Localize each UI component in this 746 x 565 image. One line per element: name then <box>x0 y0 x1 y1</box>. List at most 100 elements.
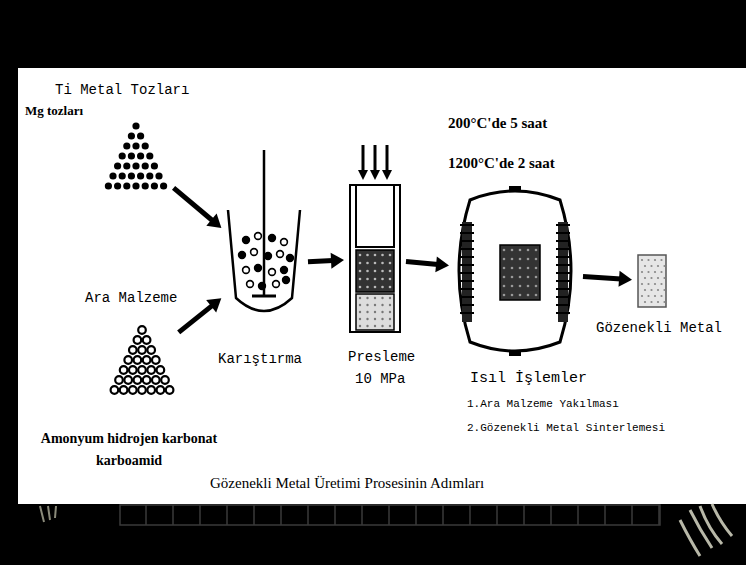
pore-speckle <box>650 277 652 279</box>
flow-arrow <box>308 253 344 269</box>
compact-speckle <box>389 270 392 273</box>
sample-speckle <box>503 258 506 261</box>
bottom-grid <box>172 505 174 525</box>
bottom-grid <box>496 505 498 525</box>
compact-speckle <box>359 325 361 327</box>
compact-speckle <box>366 270 369 273</box>
mixture-grain <box>273 281 280 288</box>
bottom-grid <box>577 505 579 525</box>
compact-speckle <box>374 286 377 289</box>
sample-speckle <box>503 276 506 279</box>
heating-coil <box>556 288 570 290</box>
arrow-head <box>619 271 632 287</box>
pore-speckle <box>644 289 646 291</box>
powder-grain <box>119 172 126 179</box>
compact-speckle <box>381 304 383 306</box>
powder-grain <box>128 132 135 139</box>
mixture-grain <box>239 252 246 259</box>
sample-speckle <box>527 258 530 261</box>
beaker <box>228 150 300 311</box>
powder-grain <box>109 172 116 179</box>
heating-coil <box>556 304 570 306</box>
heating-coil <box>556 280 570 282</box>
powder-grain <box>152 356 160 364</box>
sample-speckle <box>535 285 538 288</box>
compact-speckle <box>366 254 369 257</box>
pore-speckle <box>660 295 662 297</box>
powder-grain <box>160 182 167 189</box>
pore-speckle <box>641 295 643 297</box>
arrow-shaft <box>406 261 438 264</box>
compact-speckle <box>374 304 376 306</box>
compact-speckle <box>374 270 377 273</box>
compact-speckle <box>359 270 362 273</box>
pore-speckle <box>663 265 665 267</box>
mixture-grain <box>247 281 254 288</box>
bottom-grid <box>307 505 309 525</box>
compact-speckle <box>389 325 391 327</box>
powder-grain <box>128 152 135 159</box>
sample-speckle <box>535 267 538 270</box>
compact-speckle <box>374 297 376 299</box>
sample-speckle <box>503 249 506 252</box>
heating-coil <box>460 264 474 266</box>
pore-speckle <box>657 277 659 279</box>
arrow-shaft <box>583 276 621 279</box>
bottom-grid <box>469 505 471 525</box>
pore-speckle <box>660 271 662 273</box>
node-label: Isıl İşlemler <box>470 370 587 388</box>
node-label: Ara Malzeme <box>85 290 177 307</box>
hand-decoration <box>680 504 732 556</box>
bottom-grid <box>226 505 228 525</box>
sample-speckle <box>527 294 530 297</box>
compact-speckle <box>366 304 368 306</box>
compact-speckle <box>389 286 392 289</box>
white-panel <box>18 68 746 504</box>
compact-speckle <box>366 286 369 289</box>
compact-speckle <box>366 278 369 281</box>
compact-speckle <box>389 304 391 306</box>
powder-grain <box>143 376 151 384</box>
powder-grain <box>132 142 139 149</box>
sample-speckle <box>511 267 514 270</box>
pore-speckle <box>641 259 643 261</box>
heating-coil <box>460 272 474 274</box>
arrow-head <box>206 214 221 228</box>
flow-arrow <box>179 298 222 332</box>
powder-grain <box>151 162 158 169</box>
heating-coil <box>460 288 474 290</box>
powder-grain <box>147 346 155 354</box>
powder-grain <box>157 366 165 374</box>
node-label: Mg tozları <box>25 103 83 119</box>
mixture-grain <box>283 277 290 284</box>
powder-grain <box>142 142 149 149</box>
node-label: Gözenekli Metal <box>596 320 722 337</box>
pore-speckle <box>650 301 652 303</box>
flow-arrow <box>583 271 632 287</box>
bottom-grid <box>631 505 633 525</box>
sample-speckle <box>511 258 514 261</box>
porous-metal-sample <box>638 255 666 307</box>
mixture-grain <box>265 253 272 260</box>
pore-speckle <box>657 265 659 267</box>
heating-coil <box>556 296 570 298</box>
bottom-grid <box>361 505 363 525</box>
heating-coil <box>556 264 570 266</box>
process-condition: 200°C'de 5 saat <box>448 114 547 132</box>
press <box>350 145 400 332</box>
pore-speckle <box>654 283 656 285</box>
heating-coil <box>460 304 474 306</box>
mixture-grain <box>255 233 262 240</box>
compact-speckle <box>359 286 362 289</box>
sample-speckle <box>535 294 538 297</box>
caption: Gözenekli Metal Üretimi Prosesinin Adıml… <box>210 474 484 492</box>
pressure-value: 10 MPa <box>355 371 405 388</box>
node-label: Presleme <box>348 349 415 366</box>
node-note: Amonyum hidrojen karbonat karboamid <box>20 428 238 472</box>
powder-pile <box>105 122 167 189</box>
powder-grain <box>146 172 153 179</box>
compact-speckle <box>389 318 391 320</box>
powder-grain <box>129 366 137 374</box>
mixture-grain <box>269 269 276 276</box>
compact-speckle <box>374 318 376 320</box>
